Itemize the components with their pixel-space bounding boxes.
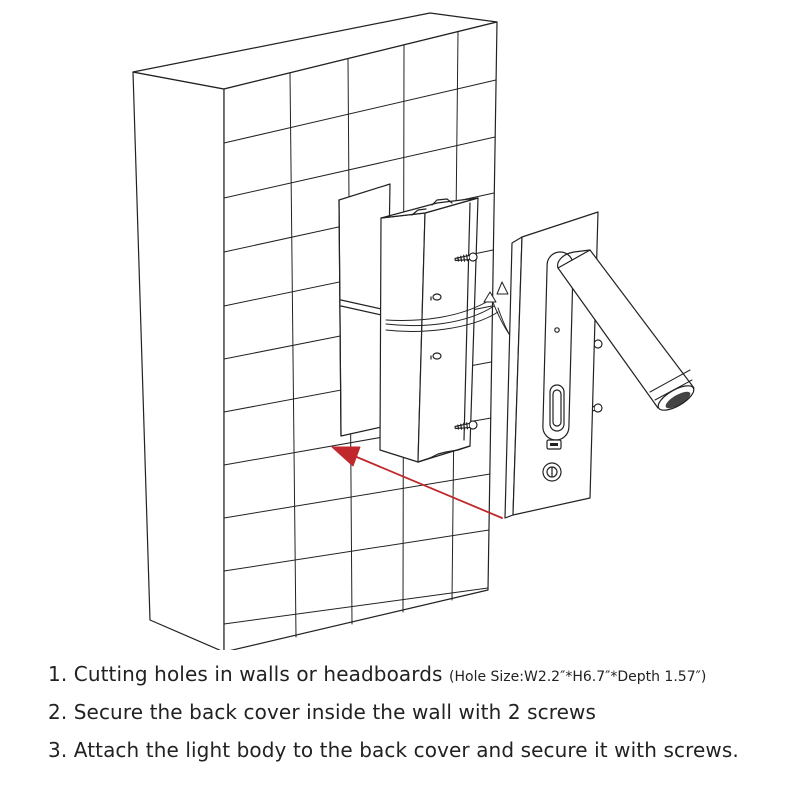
installation-arrow: [331, 446, 503, 519]
hole-size-note: (Hole Size:W2.2″*H6.7″*Depth 1.57″): [449, 669, 707, 685]
installation-diagram: [132, 12, 695, 650]
step-1: 1. Cutting holes in walls or headboards …: [48, 664, 788, 702]
step-text: Attach the light body to the back cover …: [73, 738, 739, 762]
step-3: 3. Attach the light body to the back cov…: [48, 740, 788, 778]
back-cover-box: [379, 197, 479, 463]
step-number: 3.: [48, 738, 68, 762]
step-number: 1.: [48, 662, 68, 686]
step-text: Cutting holes in walls or headboards: [73, 662, 443, 686]
reading-light-arm: [557, 249, 695, 411]
step-number: 2.: [48, 700, 68, 724]
step-2: 2. Secure the back cover inside the wall…: [48, 702, 788, 740]
mounting-studs: [430, 293, 442, 360]
step-text: Secure the back cover inside the wall wi…: [73, 700, 596, 724]
instruction-steps: 1. Cutting holes in walls or headboards …: [48, 664, 788, 778]
